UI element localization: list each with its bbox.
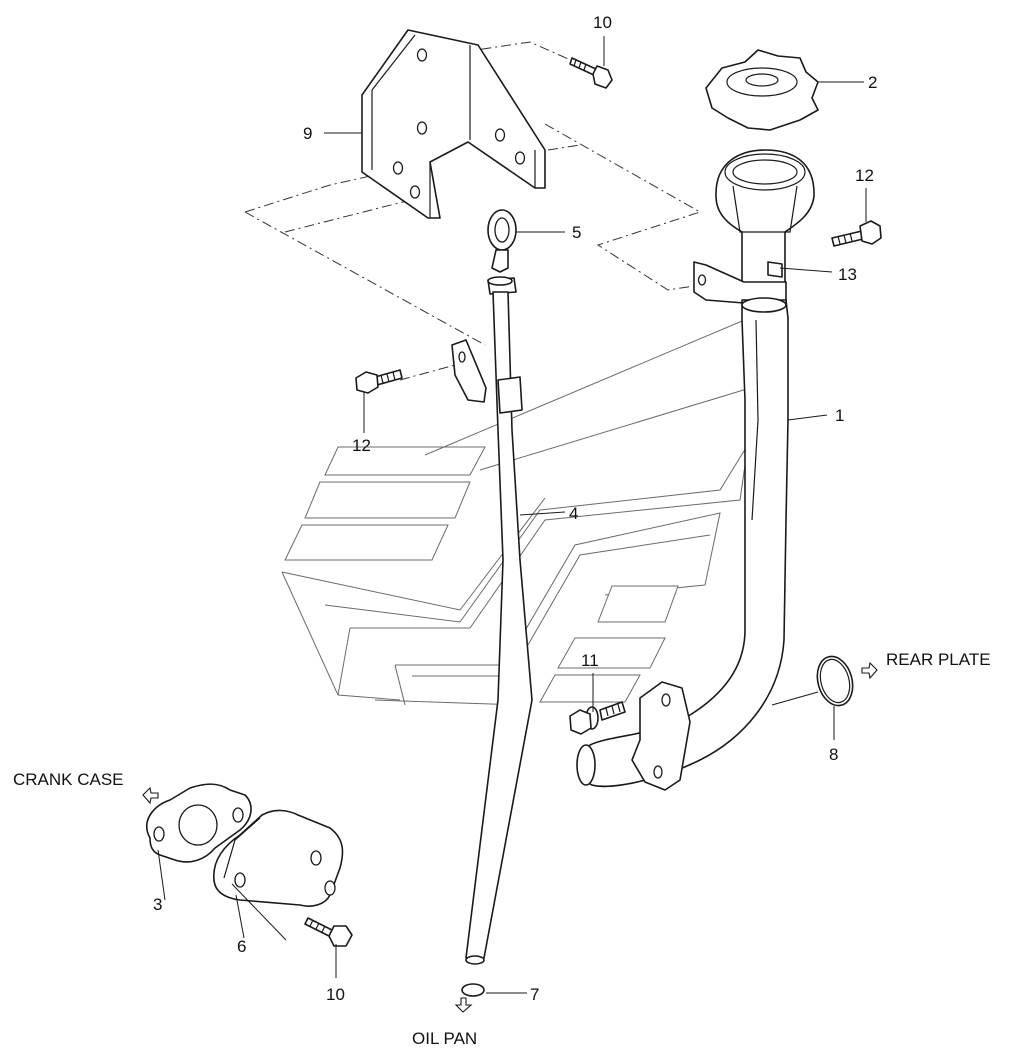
callout-10-top: 10 xyxy=(593,13,612,32)
cover-plate-part-6 xyxy=(213,809,344,907)
callout-9: 9 xyxy=(303,124,312,143)
label-oil-pan: OIL PAN xyxy=(412,1029,477,1048)
bolt-part-10-bottom xyxy=(304,917,353,947)
callout-7: 7 xyxy=(530,985,539,1004)
callout-4: 4 xyxy=(569,504,578,523)
bolt-part-11 xyxy=(569,701,626,735)
callout-12-left: 12 xyxy=(352,436,371,455)
callout-11: 11 xyxy=(581,651,599,670)
callout-5: 5 xyxy=(572,223,581,242)
bolt-part-12-right xyxy=(831,220,882,247)
callout-1: 1 xyxy=(835,406,844,425)
bolt-part-12-left xyxy=(355,369,403,394)
oring-part-7 xyxy=(461,983,485,997)
label-crank-case: CRANK CASE xyxy=(13,770,124,789)
arrow-crank-case-icon xyxy=(142,786,159,805)
arrow-rear-plate-icon xyxy=(861,661,878,680)
bracket-part-9 xyxy=(361,29,546,219)
callout-12-right: 12 xyxy=(855,166,874,185)
callout-2: 2 xyxy=(868,73,877,92)
cap-part-2 xyxy=(705,49,819,131)
arrow-oil-pan-icon xyxy=(454,997,473,1013)
direction-arrows xyxy=(142,661,878,1013)
bolt-part-10-top xyxy=(569,57,613,89)
leader-lines xyxy=(157,36,867,994)
callout-8: 8 xyxy=(829,745,838,764)
dipstick-part-5 xyxy=(487,209,517,295)
callout-10-bottom: 10 xyxy=(326,985,345,1004)
destination-labels: CRANK CASE REAR PLATE OIL PAN xyxy=(13,650,991,1048)
callout-6: 6 xyxy=(237,937,246,956)
oring-part-8 xyxy=(816,655,854,707)
callout-numbers: 1 2 3 4 5 6 7 8 9 10 10 11 12 12 13 xyxy=(153,13,877,1004)
label-rear-plate: REAR PLATE xyxy=(886,650,991,669)
filler-pipe-part-1 xyxy=(576,149,815,791)
callout-13: 13 xyxy=(838,265,857,284)
gasket-part-3 xyxy=(146,783,252,863)
callout-3: 3 xyxy=(153,895,162,914)
engine-block-ghost xyxy=(281,304,781,706)
dipstick-tube-part-4 xyxy=(451,291,533,965)
